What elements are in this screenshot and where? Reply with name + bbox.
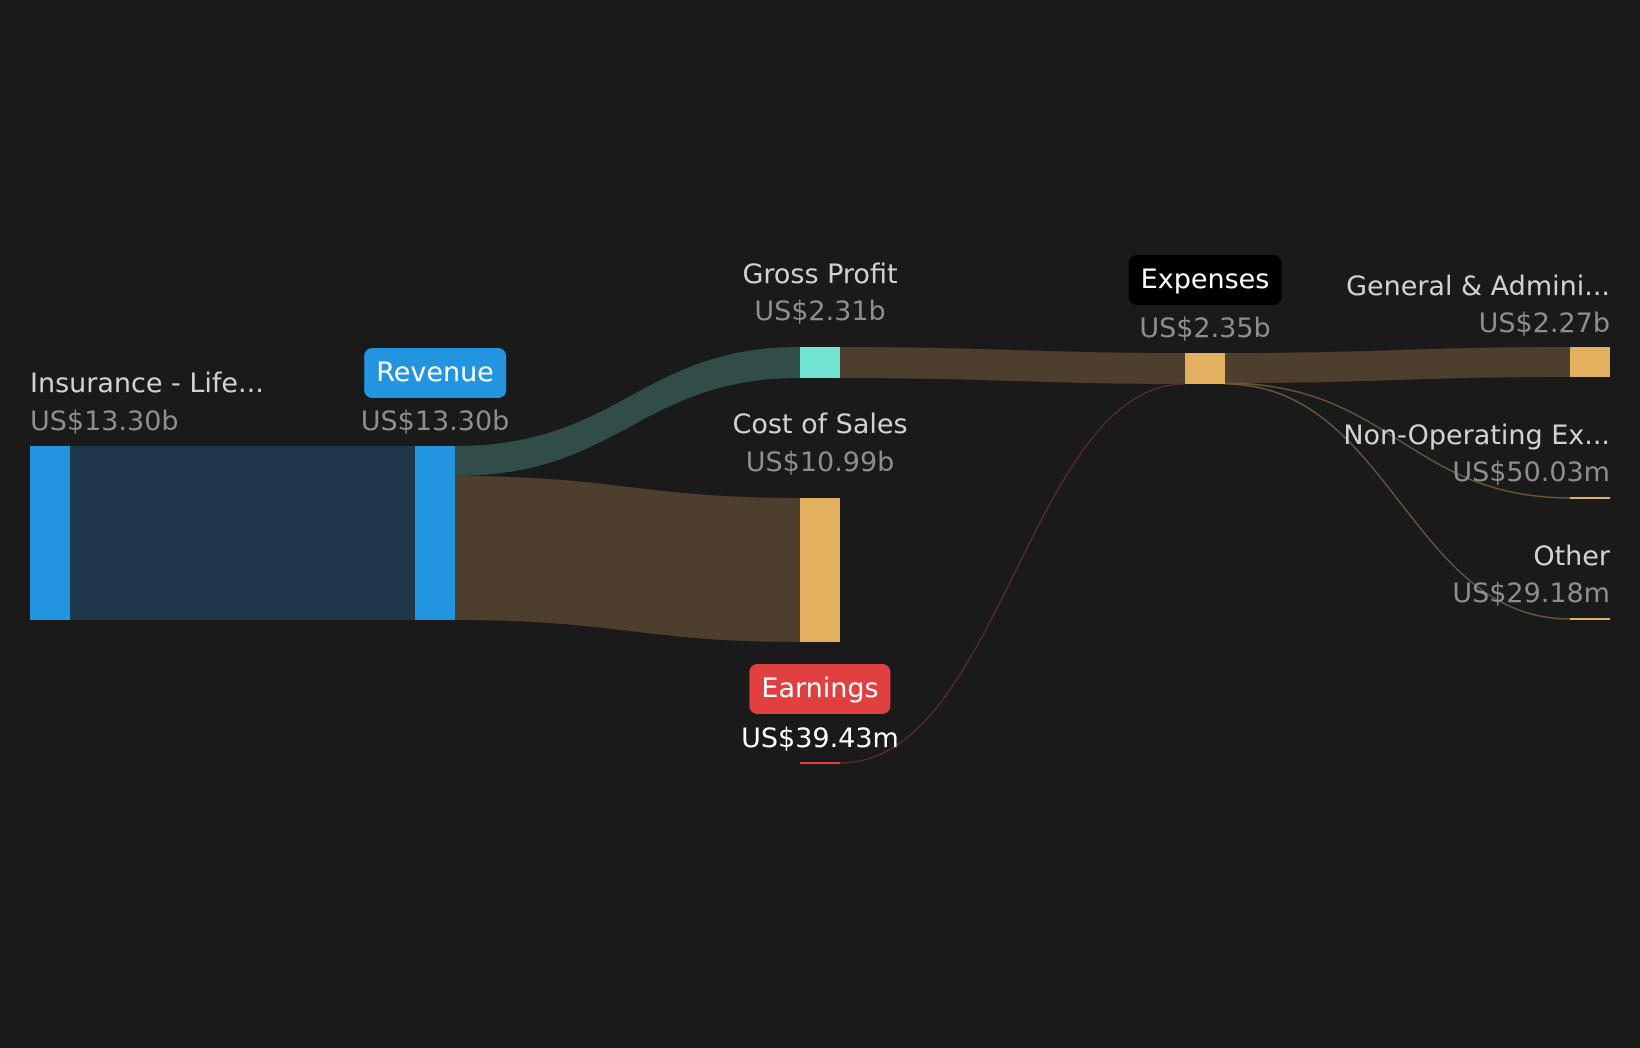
node-other[interactable] xyxy=(1570,618,1610,620)
insurance-label: Insurance - Life... xyxy=(30,368,264,399)
cost-of-sales-value: US$10.99b xyxy=(745,447,895,478)
link-gross-profit-expenses xyxy=(840,347,1185,384)
earnings-badge: Earnings xyxy=(749,664,891,714)
revenue-value: US$13.30b xyxy=(360,406,510,437)
cost-of-sales-label: Cost of Sales xyxy=(732,409,908,440)
other-value: US$29.18m xyxy=(1452,578,1610,609)
node-gross-profit[interactable] xyxy=(800,347,840,378)
earnings-value: US$39.43m xyxy=(741,723,899,754)
node-insurance[interactable] xyxy=(30,446,70,620)
node-cost-of-sales[interactable] xyxy=(800,498,840,642)
link-expenses-general-admin xyxy=(1225,347,1570,383)
link-revenue-cost-of-sales xyxy=(455,476,800,642)
non-operating-label: Non-Operating Ex... xyxy=(1343,420,1610,451)
node-general-admin[interactable] xyxy=(1570,347,1610,377)
non-operating-value: US$50.03m xyxy=(1452,457,1610,488)
link-expenses-other xyxy=(1224,383,1571,620)
general-admin-label: General & Admini... xyxy=(1346,271,1610,302)
node-expenses[interactable] xyxy=(1185,353,1225,384)
insurance-value: US$13.30b xyxy=(30,406,179,437)
node-non-operating[interactable] xyxy=(1570,497,1610,499)
node-earnings[interactable] xyxy=(800,762,840,764)
node-revenue[interactable] xyxy=(415,446,455,620)
gross-profit-label: Gross Profit xyxy=(742,259,898,290)
link-expenses-non-operating xyxy=(1224,382,1571,499)
link-revenue-gross-profit xyxy=(455,347,800,476)
general-admin-value: US$2.27b xyxy=(1478,308,1610,339)
expenses-value: US$2.35b xyxy=(1139,313,1271,344)
gross-profit-value: US$2.31b xyxy=(754,296,886,327)
link-insurance-revenue xyxy=(70,446,415,620)
other-label: Other xyxy=(1533,541,1610,572)
revenue-badge: Revenue xyxy=(364,348,506,398)
link-earnings-expenses xyxy=(839,383,1186,764)
expenses-badge: Expenses xyxy=(1128,255,1282,305)
